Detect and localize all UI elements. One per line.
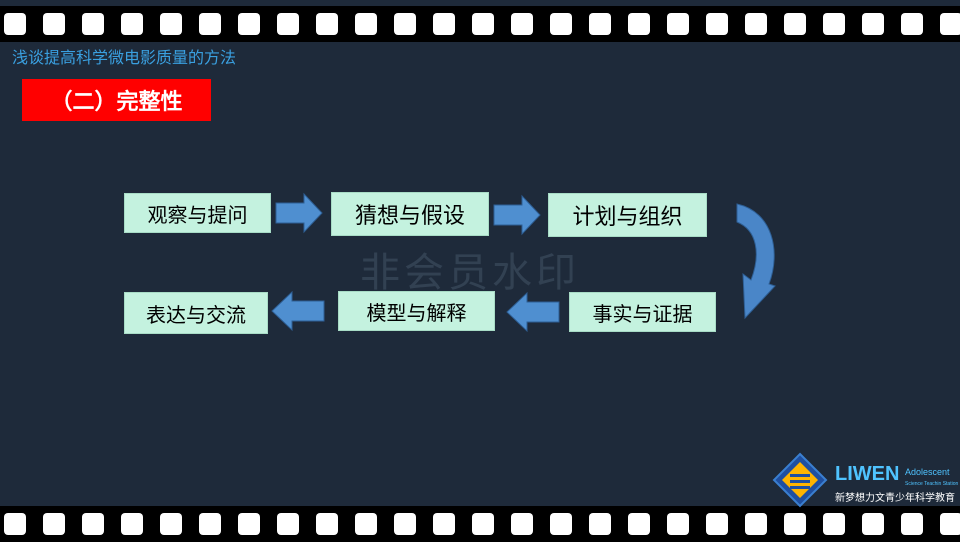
film-hole <box>355 513 377 535</box>
arrow-right-icon <box>493 194 541 236</box>
logo-name: LIWEN <box>835 463 900 485</box>
arrow-left-icon <box>506 291 560 333</box>
curved-down-arrow-icon <box>736 203 776 320</box>
film-hole <box>82 13 104 35</box>
film-hole <box>472 513 494 535</box>
film-hole <box>511 13 533 35</box>
film-hole <box>901 13 923 35</box>
arrow-right-icon <box>275 192 323 234</box>
film-hole <box>823 13 845 35</box>
film-hole <box>511 513 533 535</box>
film-hole <box>199 513 221 535</box>
film-hole <box>940 513 960 535</box>
film-hole <box>784 513 806 535</box>
film-hole <box>433 513 455 535</box>
film-hole <box>121 13 143 35</box>
film-hole <box>667 13 689 35</box>
film-hole <box>316 513 338 535</box>
film-hole <box>550 513 572 535</box>
film-hole <box>355 13 377 35</box>
film-hole <box>940 13 960 35</box>
logo-tagline: 新梦想力文青少年科学教育 <box>835 493 955 504</box>
step-model-explain: 模型与解释 <box>338 291 495 331</box>
liwen-logo <box>772 452 828 508</box>
film-hole <box>433 13 455 35</box>
film-hole <box>316 13 338 35</box>
film-hole <box>784 13 806 35</box>
film-hole <box>628 513 650 535</box>
film-hole <box>472 13 494 35</box>
film-hole <box>550 13 572 35</box>
film-hole <box>160 513 182 535</box>
film-hole <box>121 513 143 535</box>
watermark-text: 非会员水印 <box>360 250 580 296</box>
step-hypothesis: 猜想与假设 <box>331 192 489 236</box>
section-badge: （二）完整性 <box>22 79 211 121</box>
film-hole <box>394 13 416 35</box>
film-hole <box>823 513 845 535</box>
film-hole <box>238 513 260 535</box>
logo-subtitle: Adolescent Science Teachin Station <box>905 467 959 487</box>
film-hole <box>277 13 299 35</box>
film-hole <box>160 13 182 35</box>
film-hole <box>706 513 728 535</box>
film-hole <box>667 513 689 535</box>
film-strip-top <box>0 6 960 42</box>
step-plan-organize: 计划与组织 <box>548 193 707 237</box>
film-hole <box>43 513 65 535</box>
film-strip-bottom <box>0 506 960 542</box>
film-hole <box>589 13 611 35</box>
film-hole <box>706 13 728 35</box>
step-observe-question: 观察与提问 <box>124 193 271 233</box>
logo-text: LIWEN Adolescent Science Teachin Station… <box>835 463 958 504</box>
film-hole <box>199 13 221 35</box>
film-hole <box>394 513 416 535</box>
step-facts-evidence: 事实与证据 <box>569 292 716 332</box>
slide-title: 浅谈提高科学微电影质量的方法 <box>12 48 237 67</box>
film-hole <box>238 13 260 35</box>
film-hole <box>745 513 767 535</box>
film-hole <box>745 13 767 35</box>
film-hole <box>862 13 884 35</box>
film-hole <box>82 513 104 535</box>
film-hole <box>628 13 650 35</box>
film-hole <box>4 13 26 35</box>
film-hole <box>589 513 611 535</box>
film-hole <box>43 13 65 35</box>
arrow-left-icon <box>271 290 325 332</box>
film-hole <box>862 513 884 535</box>
film-hole <box>4 513 26 535</box>
film-hole <box>277 513 299 535</box>
step-express-communicate: 表达与交流 <box>124 292 268 334</box>
film-hole <box>901 513 923 535</box>
